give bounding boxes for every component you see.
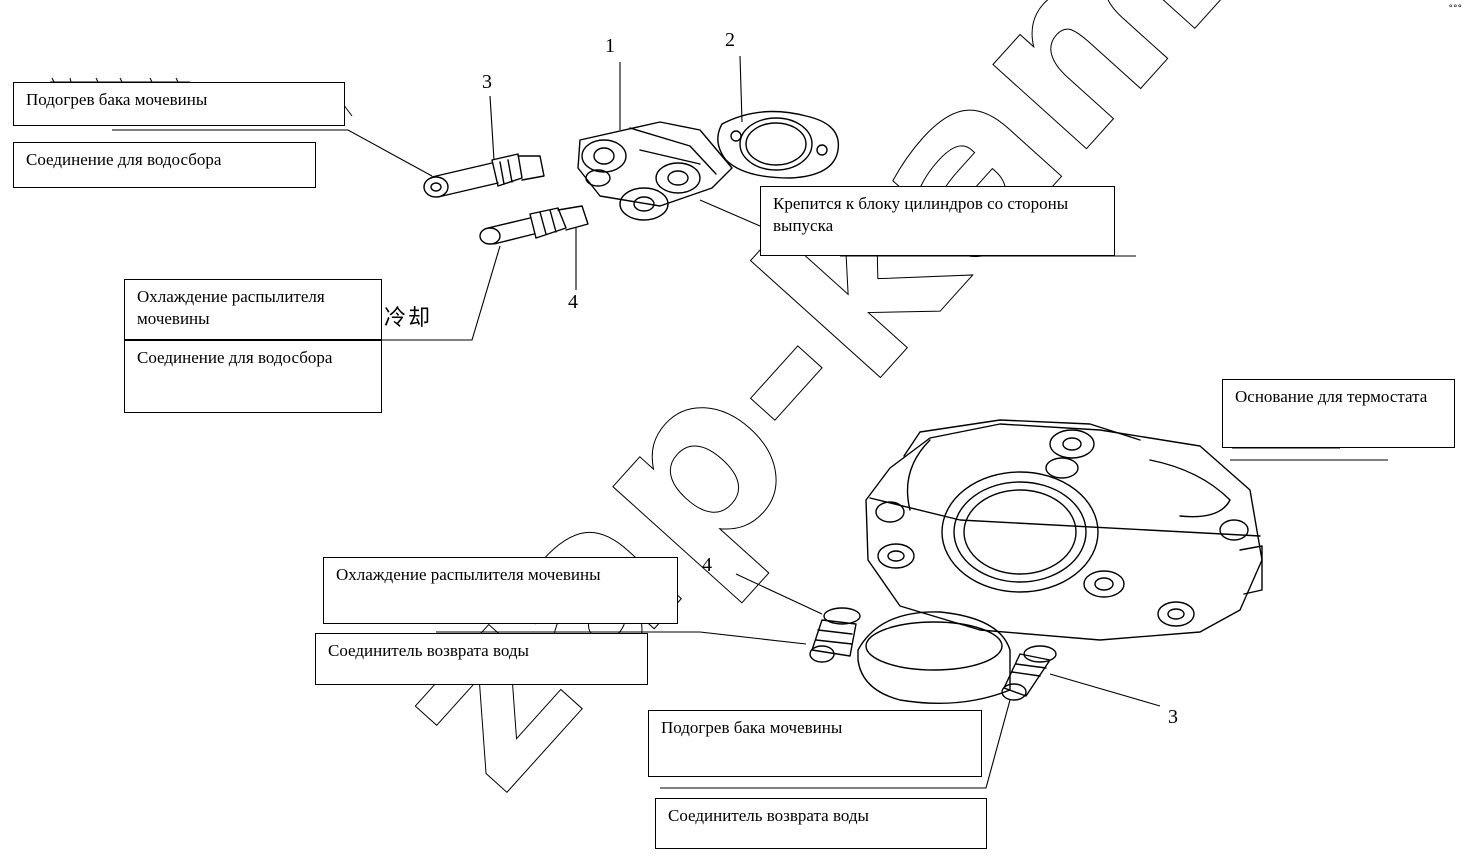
fitting-4-top-drawing — [479, 205, 589, 245]
callout-urea-tank-heating-top: Подогрев бака мочевины — [13, 82, 345, 126]
leader-lines — [112, 55, 1388, 789]
part-number-1: 1 — [605, 35, 615, 57]
bracket-1-drawing — [577, 121, 733, 221]
callout-cylinder-block-mount: Крепится к блоку цилиндров со стороны вы… — [760, 186, 1115, 256]
callout-urea-injector-cooling-left: Охлаждение распылителя мочевины — [124, 279, 382, 340]
callout-water-return-connector-left: Соединитель возврата воды — [315, 633, 648, 685]
callout-urea-tank-heating-bottom: Подогрев бака мочевины — [648, 710, 982, 777]
part-number-4-bottom: 4 — [702, 554, 712, 576]
callout-water-return-connector-bottom: Соединитель возврата воды — [655, 798, 987, 849]
fitting-3-bottom-drawing — [1001, 645, 1057, 701]
callout-urea-injector-cooling-bottom: Охлаждение распылителя мочевины — [323, 557, 678, 624]
fitting-3-top-drawing — [423, 153, 545, 198]
part-number-3-top: 3 — [482, 71, 492, 93]
corner-mark: °°° — [1448, 4, 1463, 14]
chinese-text-fragment: 冷却 — [384, 306, 433, 331]
gasket-2-drawing — [717, 110, 840, 179]
part-number-3-bottom: 3 — [1168, 706, 1178, 728]
thermostat-base-drawing — [857, 419, 1263, 705]
callout-water-collector-left: Соединение для водосбора — [124, 340, 382, 413]
callout-thermostat-base: Основание для термостата — [1222, 379, 1455, 448]
part-number-2: 2 — [725, 29, 735, 51]
fitting-4-bottom-drawing — [809, 607, 861, 663]
part-number-4-top: 4 — [568, 291, 578, 313]
callout-water-collector-top: Соединение для водосбора — [13, 142, 316, 188]
